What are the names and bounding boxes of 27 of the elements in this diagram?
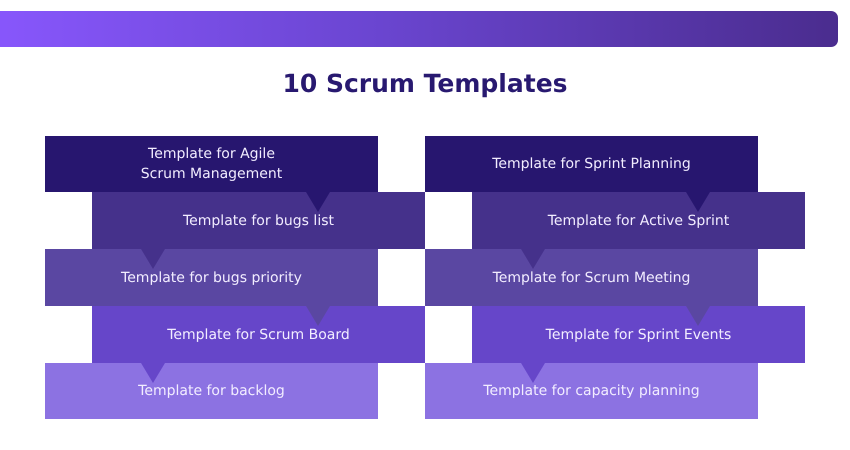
template-box: [45, 249, 378, 306]
template-label: Template for capacity planning: [483, 382, 700, 401]
template-label: Template for Scrum Board: [167, 326, 350, 344]
template-box: [45, 363, 378, 419]
template-label: Template for bugs priority: [121, 268, 302, 288]
triangle-pointer: [306, 306, 330, 326]
triangle-pointer: [141, 363, 165, 383]
template-box: [472, 192, 805, 249]
template-box: [425, 363, 758, 419]
template-label: Template for Scrum Meeting: [492, 268, 690, 288]
template-box: [425, 249, 758, 306]
template-box: [92, 306, 425, 363]
template-label: Template for Sprint Planning: [492, 155, 691, 174]
template-box: [425, 136, 758, 192]
template-label: Template for Sprint Events: [546, 326, 732, 344]
triangle-pointer: [306, 192, 330, 212]
template-label: Template for bugs list: [183, 212, 334, 230]
template-box: [45, 136, 378, 192]
template-box: [92, 192, 425, 249]
title: 10 Scrum Templates: [282, 68, 568, 100]
triangle-pointer: [686, 192, 710, 212]
triangle-pointer: [686, 306, 710, 326]
template-label: Template for Agile Scrum Management: [140, 145, 284, 184]
template-label: Template for Active Sprint: [548, 212, 730, 230]
template-box: [472, 306, 805, 363]
template-label: Template for backlog: [138, 382, 285, 401]
triangle-pointer: [521, 363, 545, 383]
